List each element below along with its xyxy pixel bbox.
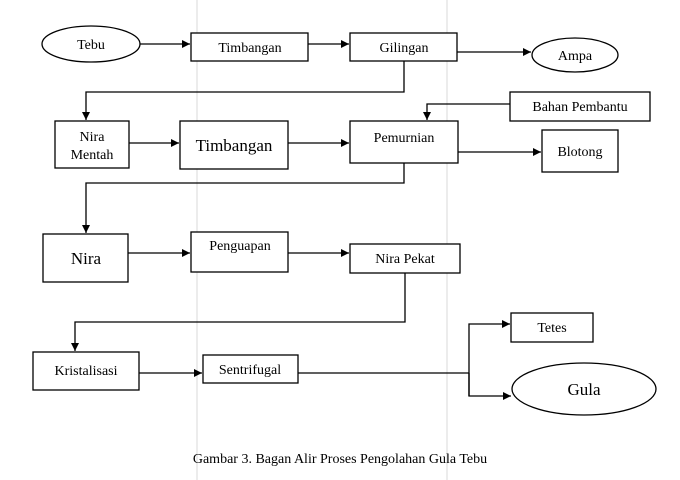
nira-node	[42, 233, 129, 283]
pemurnian-label: Pemurnian	[374, 131, 435, 146]
tebu-label: Tebu	[77, 38, 105, 53]
gula-node	[511, 362, 657, 416]
gilingan-label: Gilingan	[380, 41, 429, 56]
nira-pekat-label: Nira Pekat	[375, 252, 435, 267]
nira-mentah-node	[54, 120, 130, 169]
arrow-bahan-pembantu-to-pemurnian	[423, 103, 510, 120]
arrow-sentrifugal-to-gula	[468, 373, 511, 400]
arrow-gilingan-to-nira-mentah	[82, 61, 405, 120]
nira-mentah-label-line1: Nira	[80, 130, 106, 145]
ampa-label: Ampa	[558, 49, 593, 64]
penguapan-label: Penguapan	[209, 239, 270, 254]
figure-caption: Gambar 3. Bagan Alir Proses Pengolahan G…	[192, 452, 488, 467]
bahan-pembantu-label: Bahan Pembantu	[532, 100, 627, 115]
kristalisasi-node	[32, 351, 140, 391]
kristalisasi-label: Kristalisasi	[55, 364, 118, 379]
penguapan-node	[190, 231, 289, 273]
blotong-label: Blotong	[557, 145, 602, 160]
arrow-nira-pekat-to-kristalisasi	[71, 273, 406, 351]
arrow-sentrifugal-to-tetes	[468, 320, 510, 396]
timbangan-2-node	[179, 120, 289, 170]
gula-label: Gula	[567, 380, 601, 399]
timbangan-2-label: Timbangan	[196, 136, 273, 155]
sentrifugal-node	[202, 354, 299, 384]
nira-pekat-node	[349, 243, 461, 274]
timbangan-1-label: Timbangan	[218, 41, 281, 56]
tetes-node	[510, 312, 594, 343]
sentrifugal-label: Sentrifugal	[219, 363, 281, 378]
pemurnian-node	[349, 120, 459, 164]
timbangan-1-node	[190, 32, 309, 62]
nira-mentah-label-line2: Mentah	[71, 148, 114, 163]
nira-label: Nira	[71, 249, 102, 268]
bahan-pembantu-node	[509, 91, 651, 122]
arrow-pemurnian-to-nira	[82, 163, 405, 233]
ampa-node	[531, 37, 619, 73]
blotong-node	[541, 129, 619, 173]
tetes-label: Tetes	[537, 321, 566, 336]
